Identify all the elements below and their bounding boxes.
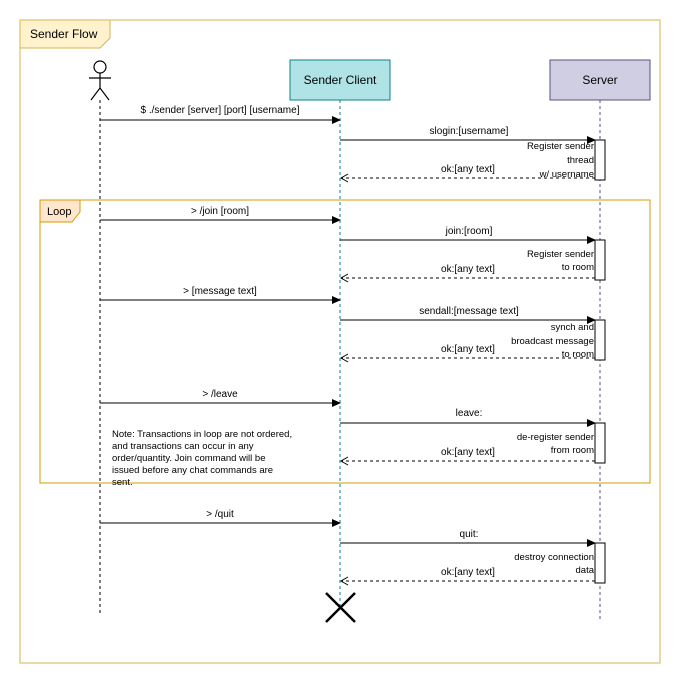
message-label: $ ./sender [server] [port] [username] (141, 105, 300, 116)
actor-icon (89, 60, 111, 101)
loop-tab (39, 199, 81, 223)
activation-bar (594, 542, 606, 584)
note-line: and transactions can occur in any (112, 441, 254, 452)
activation-note-line: data (576, 565, 595, 576)
activation-bar (594, 422, 606, 464)
activation-note: Register sender to room (527, 249, 594, 273)
activation-bar (594, 139, 606, 181)
message-label: > [message text] (183, 286, 257, 297)
activation-note-line: from room (551, 445, 594, 456)
activation-note-line: to room (562, 262, 594, 273)
activation-note-line: thread (567, 155, 594, 166)
client-participant-label: Sender Client (304, 73, 377, 87)
activation-note-line: Register sender (527, 141, 594, 152)
activation-note: destroy connection data (514, 552, 594, 576)
server-participant (549, 59, 651, 101)
message-label: > /join [room] (191, 206, 249, 217)
activation-note-line: w/ username (539, 169, 594, 180)
frame-title: Sender Flow (30, 27, 98, 41)
activation-bar (594, 239, 606, 281)
activation-note-line: broadcast message (511, 336, 594, 347)
message-label: slogin:[username] (430, 126, 509, 137)
reply-label: ok:[any text] (441, 264, 495, 275)
server-participant-label: Server (582, 73, 617, 87)
message-label: leave: (456, 408, 483, 419)
loop-note: Note: Transactions in loop are not order… (112, 429, 292, 488)
activation-bar (594, 319, 606, 361)
activation-note: Register sender thread w/ username (527, 141, 594, 180)
reply-label: ok:[any text] (441, 567, 495, 578)
client-participant (289, 59, 391, 101)
outer-frame (19, 19, 661, 664)
note-line: sent. (112, 477, 133, 488)
message-label: join:[room] (445, 226, 493, 237)
frame-title-tab (19, 19, 111, 49)
loop-label: Loop (47, 206, 71, 218)
reply-label: ok:[any text] (441, 344, 495, 355)
activation-note-line: destroy connection (514, 552, 594, 563)
activation-note-line: synch and (551, 322, 594, 333)
activation-note-line: to room (562, 349, 594, 360)
activation-note-line: Register sender (527, 249, 594, 260)
activation-note: synch and broadcast message to room (511, 322, 594, 360)
activation-note-line: de-register sender (517, 432, 594, 443)
note-line: Note: Transactions in loop are not order… (112, 429, 292, 440)
activation-note: de-register sender from room (517, 432, 594, 456)
destroy-x-icon (325, 592, 356, 623)
message-label: quit: (460, 529, 479, 540)
reply-label: ok:[any text] (441, 164, 495, 175)
reply-label: ok:[any text] (441, 447, 495, 458)
note-line: order/quantity. Join command will be (112, 453, 265, 464)
message-label: > /leave (202, 389, 238, 400)
note-line: issued before any chat commands are (112, 465, 273, 476)
message-label: > /quit (206, 509, 234, 520)
loop-frame (39, 199, 651, 484)
message-label: sendall:[message text] (419, 306, 519, 317)
